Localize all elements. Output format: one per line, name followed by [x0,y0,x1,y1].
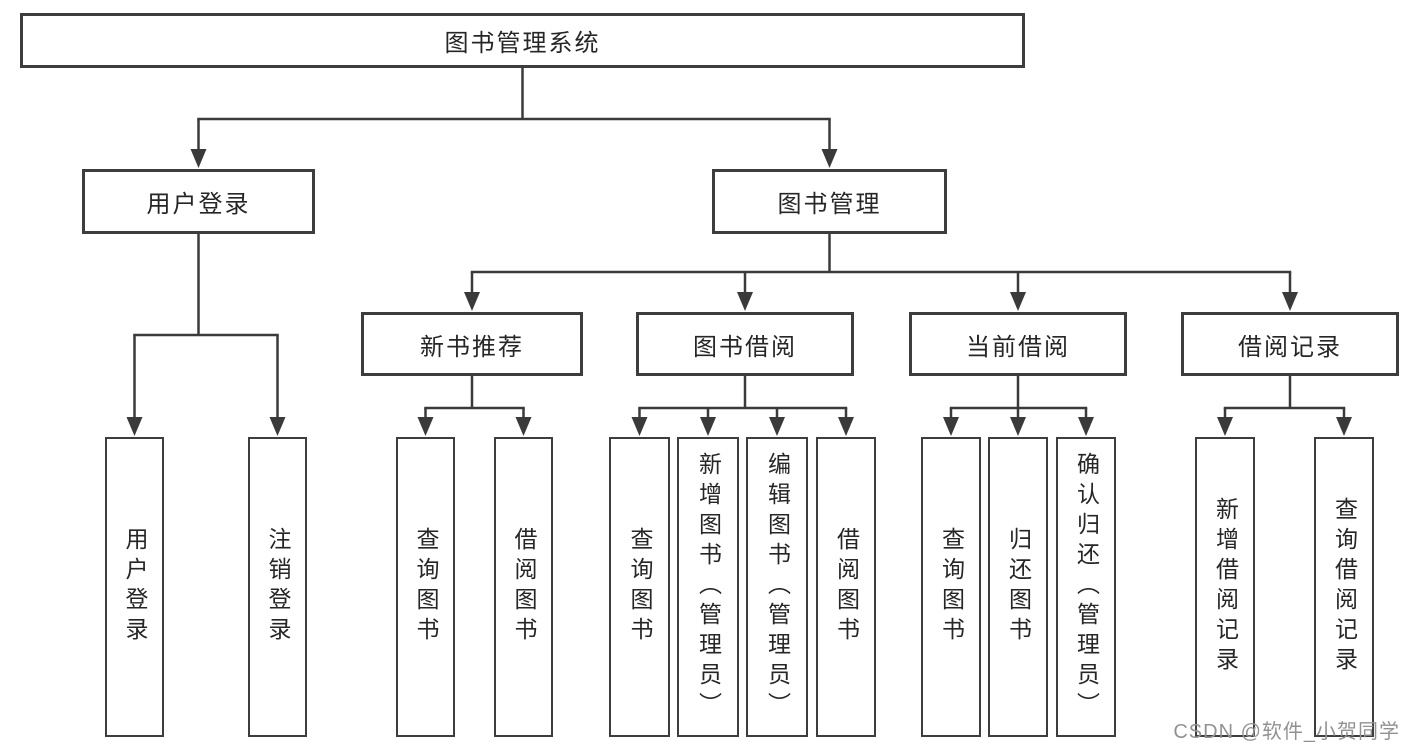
node-borrowing-records: 借阅记录 [1181,312,1399,376]
arrowhead-query-books-current [943,417,959,436]
arrowhead-new-book-recommend [464,292,480,311]
arrowhead-borrow-books-rec [515,417,532,436]
node-user-login: 用户登录 [105,437,164,737]
node-add-borrow-record: 新增借阅记录 [1195,437,1255,737]
node-label-root: 图书管理系统 [444,30,601,57]
node-query-books-current: 查询图书 [921,437,981,737]
node-edit-books-admin: 编辑图书（管理员） [746,437,808,737]
node-book-management: 图书管理 [712,169,947,234]
node-user-login-menu: 用户登录 [82,169,315,234]
arrowhead-query-books-borrow [631,417,648,436]
node-label-user-login-menu: 用户登录 [146,191,251,218]
arrowhead-borrow-books [838,417,854,436]
node-label-query-books-rec: 查询图书 [413,527,439,647]
node-label-confirm-return-admin: 确认归还（管理员） [1073,452,1100,722]
node-label-user-login: 用户登录 [122,527,148,647]
node-label-query-books-current: 查询图书 [938,527,965,647]
arrowhead-query-books-rec [417,417,434,436]
node-return-books: 归还图书 [988,437,1048,737]
arrowhead-book-borrowing [737,292,753,311]
arrowhead-add-books-admin [700,417,716,436]
node-confirm-return-admin: 确认归还（管理员） [1056,437,1116,737]
node-label-add-books-admin: 新增图书（管理员） [695,452,722,722]
node-label-borrowing-records: 借阅记录 [1238,333,1342,361]
node-label-edit-books-admin: 编辑图书（管理员） [764,452,791,722]
arrowhead-user-login-menu [190,149,207,168]
arrowhead-borrowing-records [1282,292,1298,311]
node-query-books-rec: 查询图书 [396,437,455,737]
node-label-return-books: 归还图书 [1005,527,1032,647]
arrowhead-add-borrow-record [1217,417,1233,436]
arrowhead-query-borrow-record [1336,417,1352,436]
arrowhead-return-books [1010,417,1026,436]
node-logout: 注销登录 [248,437,307,737]
node-label-borrow-books: 借阅图书 [833,527,860,647]
arrowhead-current-borrowing [1010,292,1026,311]
node-borrow-books: 借阅图书 [816,437,876,737]
arrowhead-confirm-return-admin [1078,417,1094,436]
arrowhead-logout [269,417,286,436]
node-add-books-admin: 新增图书（管理员） [677,437,739,737]
node-borrow-books-rec: 借阅图书 [494,437,553,737]
node-label-query-books-borrow: 查询图书 [627,527,653,647]
arrowhead-edit-books-admin [769,417,785,436]
node-label-book-borrowing: 图书借阅 [693,333,797,361]
node-new-book-recommend: 新书推荐 [361,312,583,376]
node-query-borrow-record: 查询借阅记录 [1314,437,1374,737]
node-root: 图书管理系统 [20,13,1025,68]
watermark-text: CSDN @软件_小贺同学 [1173,721,1400,743]
node-label-current-borrowing: 当前借阅 [966,333,1070,361]
node-query-books-borrow: 查询图书 [609,437,670,737]
node-label-new-book-recommend: 新书推荐 [420,333,524,361]
node-label-book-management: 图书管理 [777,191,882,218]
arrowhead-book-management [821,149,838,168]
node-label-borrow-books-rec: 借阅图书 [511,527,537,647]
node-label-logout: 注销登录 [265,527,291,647]
node-label-add-borrow-record: 新增借阅记录 [1212,497,1239,677]
arrowhead-user-login [126,417,143,436]
node-current-borrowing: 当前借阅 [909,312,1127,376]
node-label-query-borrow-record: 查询借阅记录 [1331,497,1358,677]
node-book-borrowing: 图书借阅 [636,312,854,376]
